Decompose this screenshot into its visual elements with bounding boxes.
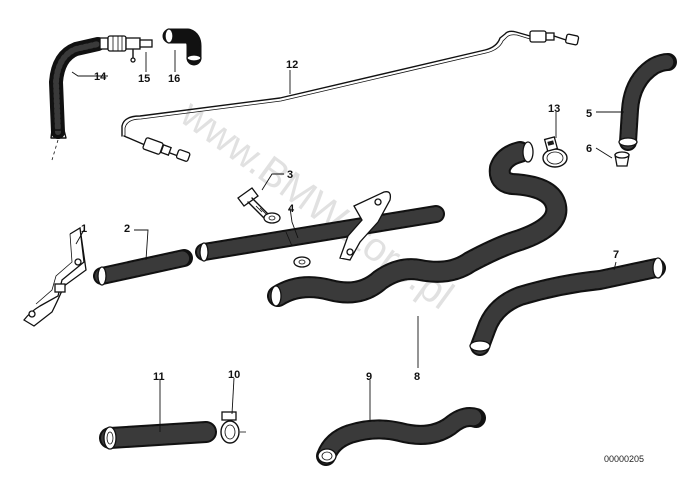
- callout-7: 7: [613, 249, 619, 261]
- callout-13: 13: [548, 103, 560, 115]
- callout-4: 4: [288, 203, 295, 215]
- callout-14: 14: [94, 71, 107, 83]
- part-6-plug: [614, 151, 630, 167]
- part-1-bracket: [23, 226, 87, 327]
- callout-16: 16: [168, 73, 180, 85]
- part-16-elbow: [162, 28, 202, 66]
- part-13-clamp: [542, 136, 568, 168]
- diagram-part-number: 00000205: [604, 454, 644, 464]
- part-7-hose: [469, 257, 666, 356]
- part-11-tube: [99, 421, 217, 450]
- tube-with-bracket: [195, 191, 445, 262]
- part-8-hose: [267, 141, 568, 307]
- part-12-pipe: [121, 30, 580, 162]
- callout-10: 10: [228, 369, 240, 381]
- callout-12: 12: [286, 59, 298, 71]
- part-5-hose: [618, 53, 677, 151]
- part-10-clamp: [220, 411, 246, 444]
- callout-8: 8: [414, 371, 420, 383]
- part-3-bolt: [237, 187, 271, 221]
- part-4-washers: [263, 212, 311, 268]
- callout-5: 5: [586, 108, 592, 120]
- callout-1: 1: [81, 223, 87, 235]
- callout-2: 2: [124, 223, 130, 235]
- part-15-connector: [99, 35, 153, 63]
- callout-3: 3: [287, 169, 293, 181]
- callout-6: 6: [586, 143, 592, 155]
- part-9-hose: [316, 407, 486, 466]
- part-2-tube: [93, 249, 193, 286]
- callout-11: 11: [153, 371, 165, 383]
- leader-lines: [71, 50, 624, 432]
- part-14-hose: [49, 37, 105, 161]
- callout-9: 9: [366, 371, 372, 383]
- callout-15: 15: [138, 73, 150, 85]
